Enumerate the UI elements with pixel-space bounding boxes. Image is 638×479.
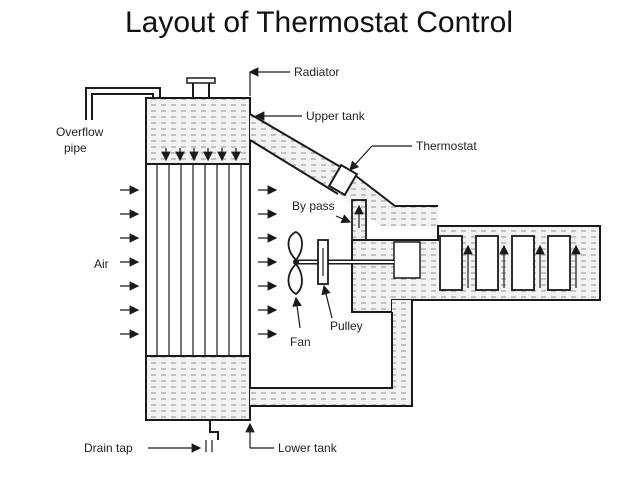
label-fan: Fan bbox=[290, 335, 311, 349]
upper-tank bbox=[145, 97, 251, 165]
air-arrows-left bbox=[120, 185, 140, 339]
engine-block bbox=[351, 225, 601, 313]
thermostat bbox=[327, 163, 359, 197]
label-drain-tap: Drain tap bbox=[84, 441, 133, 455]
upper-hose bbox=[249, 113, 438, 226]
overflow-pipe bbox=[85, 87, 161, 120]
label-pulley: Pulley bbox=[330, 319, 363, 333]
radiator-core bbox=[145, 164, 251, 356]
label-radiator: Radiator bbox=[294, 65, 339, 79]
label-air: Air bbox=[94, 257, 109, 271]
label-thermostat: Thermostat bbox=[416, 139, 477, 153]
fan bbox=[287, 231, 303, 296]
bypass-pipe bbox=[351, 199, 367, 241]
drain-tap bbox=[205, 420, 219, 452]
air-arrows-right bbox=[258, 185, 278, 339]
pulley bbox=[317, 239, 329, 285]
diagram-title: Layout of Thermostat Control bbox=[125, 6, 513, 39]
label-overflow-pipe-1: Overflow bbox=[56, 125, 104, 139]
upper-tank-flow-arrows bbox=[161, 148, 241, 162]
label-overflow-pipe-2: pipe bbox=[64, 141, 87, 155]
label-upper-tank: Upper tank bbox=[306, 109, 366, 123]
label-lower-tank: Lower tank bbox=[278, 441, 338, 455]
leader-lines bbox=[148, 67, 412, 453]
lower-hose bbox=[250, 300, 413, 407]
lower-tank bbox=[145, 355, 251, 421]
label-by-pass: By pass bbox=[292, 199, 335, 213]
